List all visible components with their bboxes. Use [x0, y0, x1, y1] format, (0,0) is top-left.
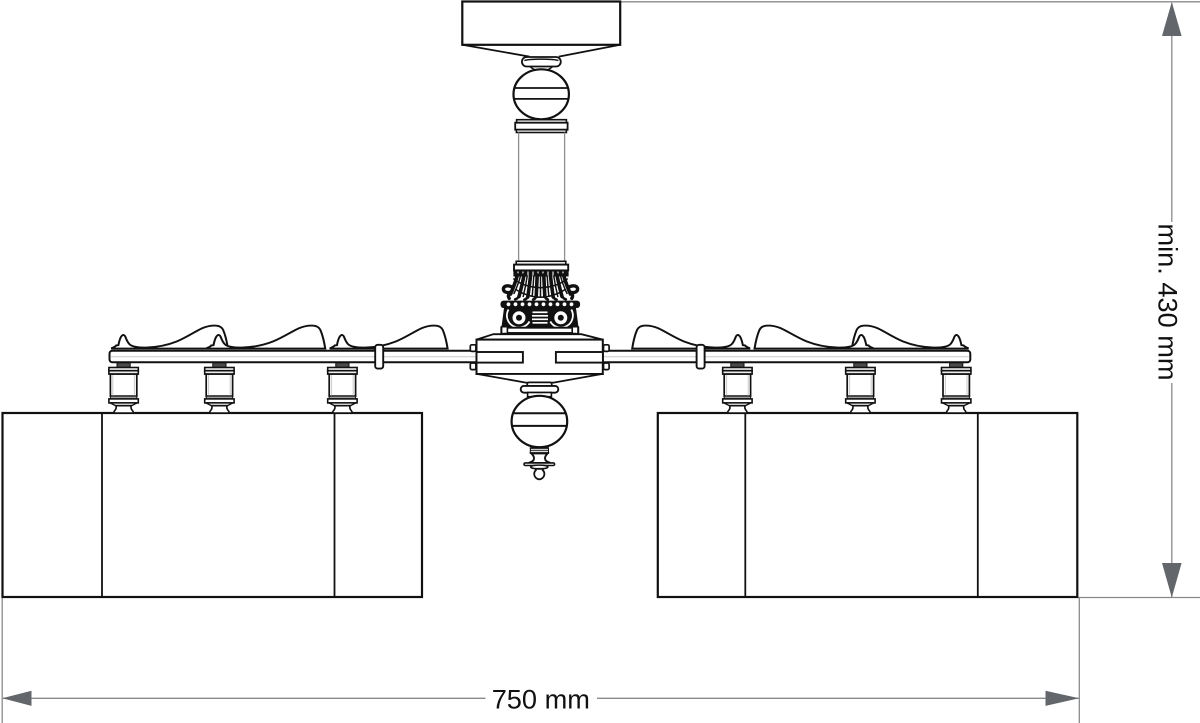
svg-text:min. 430 mm: min. 430 mm	[1153, 223, 1184, 380]
svg-text:750 mm: 750 mm	[492, 683, 590, 714]
